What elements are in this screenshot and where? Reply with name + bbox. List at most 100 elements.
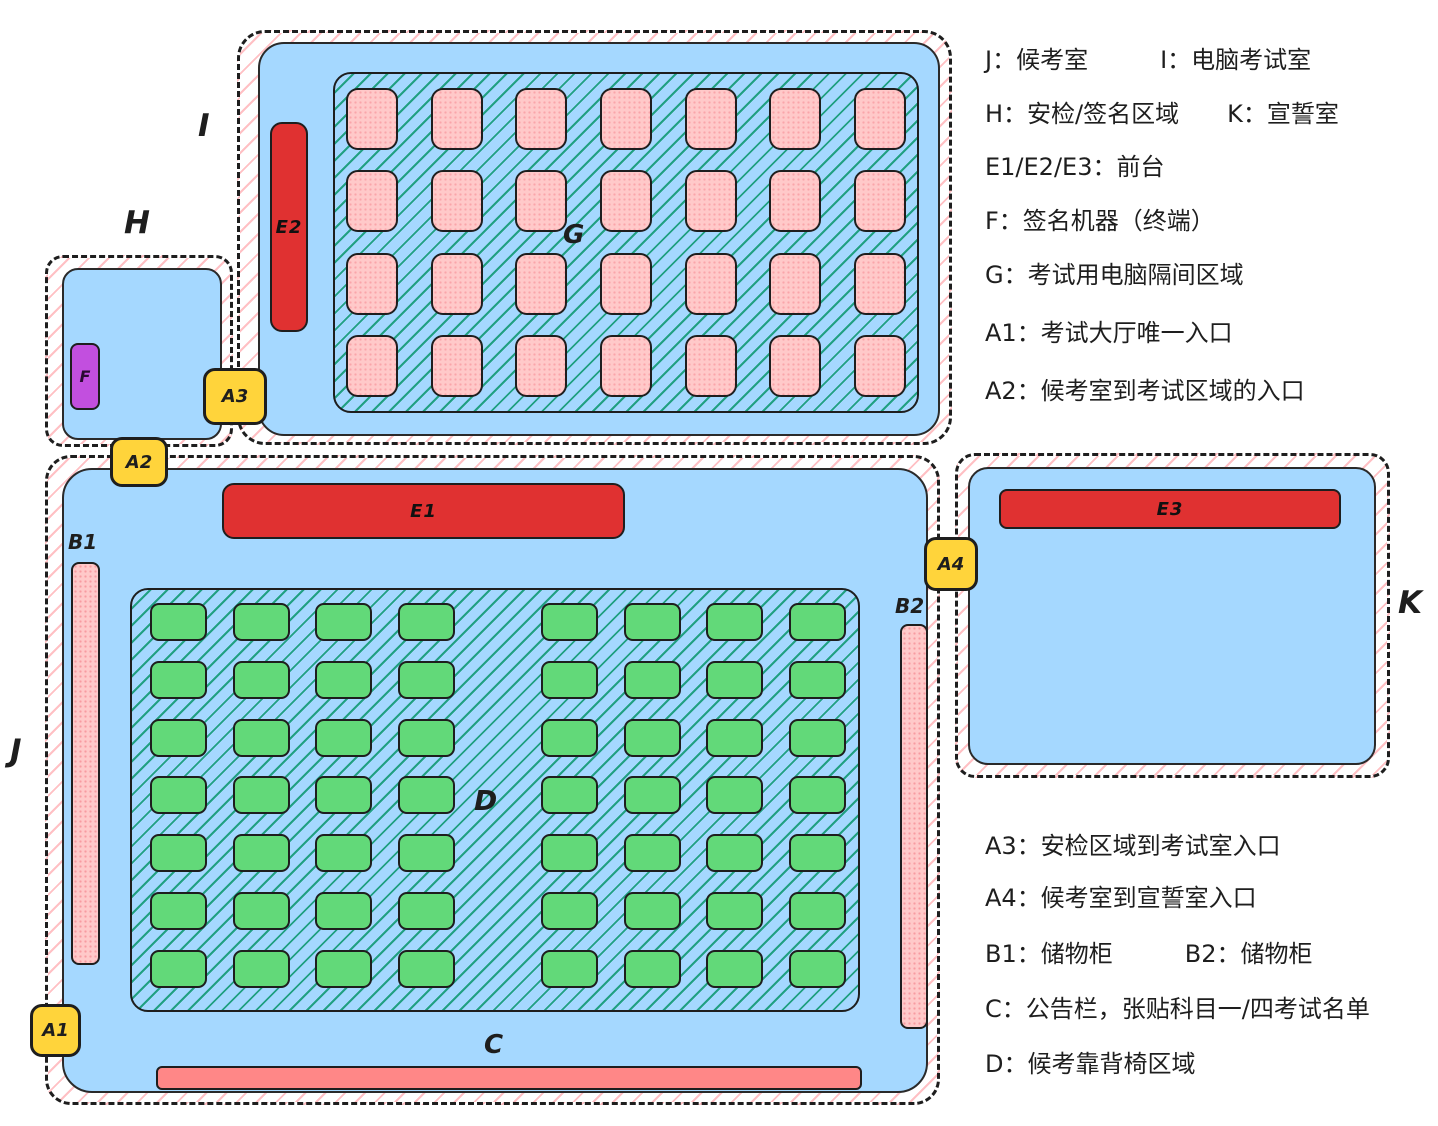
waiting-chair (315, 603, 373, 641)
exam-computer-cubicle (515, 334, 568, 397)
exam-computer-cubicle (684, 88, 737, 150)
waiting-chair (397, 660, 455, 699)
waiting-chair (315, 718, 373, 757)
exam-computer-cubicle (853, 334, 906, 397)
locker-B2-label: B2 (895, 594, 925, 618)
exam-computer-cubicle (346, 334, 398, 397)
exam-computer-cubicle (769, 252, 822, 315)
counter-E2: E2 (270, 122, 308, 332)
device-F-signature-terminal: F (70, 343, 100, 410)
exam-computer-cubicle (853, 252, 906, 315)
waiting-chair (397, 892, 455, 931)
waiting-chair (706, 776, 764, 815)
waiting-chair (541, 603, 598, 641)
area-G-exam-cubicles (333, 72, 919, 413)
exam-computer-cubicle (853, 170, 906, 233)
legend-line-A1: A1：考试大厅唯一入口 (985, 319, 1233, 347)
exam-computer-cubicle (769, 88, 822, 150)
legend-line-A4: A4：候考室到宣誓室入口 (985, 884, 1257, 912)
waiting-chair (541, 660, 598, 699)
waiting-chair (397, 776, 455, 815)
counter-E1-label: E1 (410, 500, 437, 522)
waiting-chair (788, 834, 846, 873)
waiting-chair (788, 718, 846, 757)
waiting-chair (150, 660, 207, 699)
exam-computer-cubicle (515, 170, 568, 233)
area-D-label: D (474, 784, 498, 817)
waiting-chair (788, 660, 846, 699)
waiting-chair (232, 603, 290, 641)
waiting-chair (150, 776, 207, 815)
waiting-chair (232, 949, 290, 988)
locker-B1 (71, 562, 100, 965)
waiting-chair (706, 949, 764, 988)
waiting-chair (315, 776, 373, 815)
counter-E2-label: E2 (275, 216, 303, 238)
legend-line-B1-B2: B1：储物柜 B2：储物柜 (985, 940, 1313, 968)
area-C-announcement-board (156, 1066, 862, 1090)
exam-computer-cubicle (346, 170, 398, 233)
waiting-chair (541, 718, 598, 757)
entrance-A1: A1 (30, 1004, 81, 1057)
exam-computer-cubicle (769, 334, 822, 397)
exam-computer-cubicle (346, 88, 398, 150)
waiting-chair (397, 718, 455, 757)
waiting-chair (706, 603, 764, 641)
waiting-chair (397, 949, 455, 988)
waiting-chair (623, 776, 681, 815)
entrance-A2-label: A2 (125, 451, 153, 473)
area-C-label: C (484, 1030, 504, 1060)
waiting-chair (315, 892, 373, 931)
area-D-chair-block-right (541, 603, 846, 988)
entrance-A4-label: A4 (937, 553, 965, 575)
waiting-chair (623, 660, 681, 699)
exam-computer-cubicle (430, 252, 483, 315)
exam-computer-cubicle (684, 334, 737, 397)
entrance-A3-label: A3 (221, 386, 249, 407)
entrance-A1-label: A1 (42, 1020, 69, 1041)
waiting-chair (623, 892, 681, 931)
waiting-chair (623, 949, 681, 988)
legend-line-E: E1/E2/E3：前台 (985, 153, 1165, 181)
legend-line-A2: A2：候考室到考试区域的入口 (985, 377, 1305, 405)
area-G-cubicle-grid (346, 88, 906, 397)
waiting-chair (623, 834, 681, 873)
waiting-chair (232, 660, 290, 699)
waiting-chair (788, 892, 846, 931)
exam-computer-cubicle (430, 170, 483, 233)
waiting-chair (150, 892, 207, 931)
exam-computer-cubicle (515, 252, 568, 315)
exam-computer-cubicle (346, 252, 398, 315)
legend-line-G: G：考试用电脑隔间区域 (985, 261, 1244, 289)
device-F-label: F (79, 367, 91, 386)
exam-computer-cubicle (599, 334, 652, 397)
waiting-chair (541, 949, 598, 988)
area-D-chair-block-left (150, 603, 455, 988)
locker-B2 (900, 624, 928, 1029)
area-G-label: G (563, 220, 585, 250)
waiting-chair (623, 718, 681, 757)
waiting-chair (788, 949, 846, 988)
room-K-label: K (1398, 585, 1423, 621)
exam-computer-cubicle (599, 252, 652, 315)
counter-E3: E3 (999, 489, 1341, 529)
waiting-chair (541, 892, 598, 931)
waiting-chair (706, 892, 764, 931)
waiting-chair (315, 834, 373, 873)
entrance-A3: A3 (203, 368, 267, 425)
exam-computer-cubicle (515, 88, 568, 150)
waiting-chair (232, 718, 290, 757)
legend-line-D: D：候考靠背椅区域 (985, 1050, 1196, 1078)
counter-E3-label: E3 (1156, 498, 1184, 520)
waiting-chair (541, 776, 598, 815)
exam-computer-cubicle (769, 170, 822, 233)
waiting-chair (788, 603, 846, 641)
locker-B1-label: B1 (68, 530, 98, 554)
exam-computer-cubicle (599, 170, 652, 233)
waiting-chair (706, 660, 764, 699)
exam-computer-cubicle (430, 334, 483, 397)
exam-computer-cubicle (853, 88, 906, 150)
waiting-chair (150, 834, 207, 873)
waiting-chair (397, 834, 455, 873)
